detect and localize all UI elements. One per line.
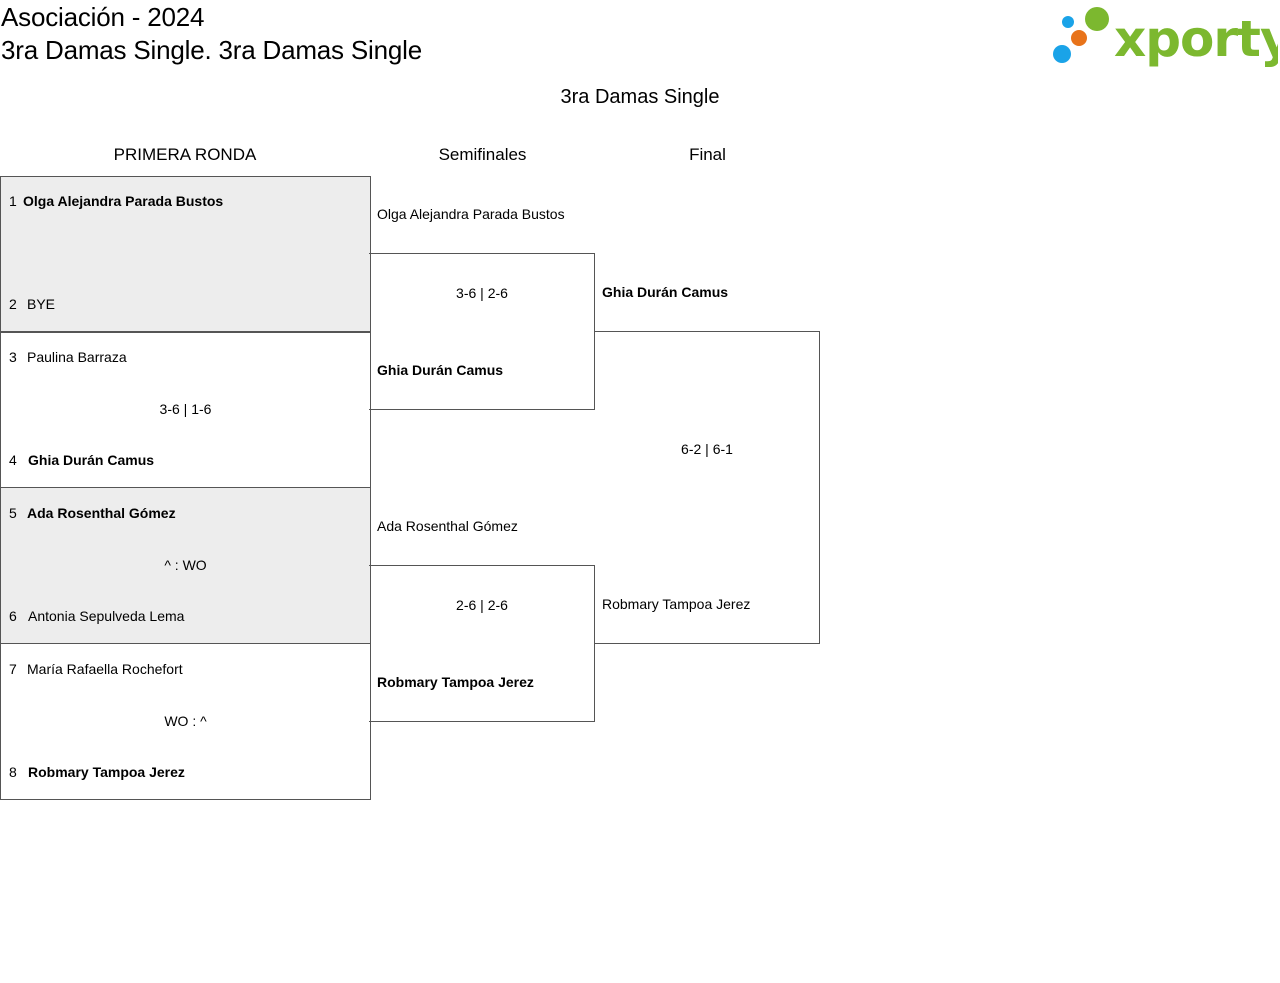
semifinal-connector-1 xyxy=(369,253,595,410)
player-name: Paulina Barraza xyxy=(27,349,127,365)
semifinal-2-top-player: Ada Rosenthal Gómez xyxy=(377,518,518,534)
first-round-match-1: 1 Olga Alejandra Parada Bustos 2 BYE xyxy=(0,176,371,333)
player-seed: 6 xyxy=(9,608,17,624)
player-seed: 8 xyxy=(9,764,17,780)
semifinal-1-score: 3-6 | 2-6 xyxy=(456,285,508,301)
logo-dot-green xyxy=(1085,7,1109,31)
match-score: ^ : WO xyxy=(164,557,207,573)
semifinal-1-bottom-player: Ghia Durán Camus xyxy=(377,362,504,378)
player-seed: 2 xyxy=(9,296,17,312)
player-name: Robmary Tampoa Jerez xyxy=(28,764,185,780)
player-name: Ada Rosenthal Gómez xyxy=(27,505,176,521)
player-seed: 3 xyxy=(9,349,17,365)
player-seed: 5 xyxy=(9,505,17,521)
player-entry: 2 BYE xyxy=(9,296,55,312)
player-name: María Rafaella Rochefort xyxy=(27,661,183,677)
first-round-match-2: 3 Paulina Barraza 3-6 | 1-6 4 Ghia Durán C… xyxy=(0,331,371,488)
player-name: BYE xyxy=(27,296,56,312)
logo-dot-orange xyxy=(1071,30,1087,46)
round-header-first-round: PRIMERA RONDA xyxy=(113,145,257,164)
xporty-logo: xporty xyxy=(1053,7,1278,68)
player-entry: 3 Paulina Barraza xyxy=(9,349,127,365)
round-header-final: Final xyxy=(689,145,726,164)
semifinal-connector-2 xyxy=(369,565,595,722)
player-entry: 6 Antonia Sepulveda Lema xyxy=(9,608,184,624)
match-score: WO : ^ xyxy=(164,713,207,729)
player-name: Ghia Durán Camus xyxy=(28,452,155,468)
player-seed: 4 xyxy=(9,452,17,468)
logo-dot-blue xyxy=(1053,45,1071,63)
logo-dot-blue-small xyxy=(1062,16,1074,28)
player-entry: 1 Olga Alejandra Parada Bustos xyxy=(9,193,223,209)
match-score: 3-6 | 1-6 xyxy=(159,401,212,417)
first-round-match-4: 7 María Rafaella Rochefort WO : ^ 8 Robmar… xyxy=(0,643,371,800)
final-bottom-player: Robmary Tampoa Jerez xyxy=(602,596,751,612)
first-round-match-3: 5 Ada Rosenthal Gómez ^ : WO 6 Antonia Sep… xyxy=(0,487,371,644)
bracket-title: 3ra Damas Single xyxy=(560,86,720,108)
final-top-player: Ghia Durán Camus xyxy=(602,284,729,300)
semifinal-1-top-player: Olga Alejandra Parada Bustos xyxy=(377,206,565,222)
page-title: Asociación - 2024 xyxy=(1,2,205,32)
final-connector xyxy=(594,331,820,644)
semifinal-2-score: 2-6 | 2-6 xyxy=(456,597,508,613)
player-entry: 8 Robmary Tampoa Jerez xyxy=(9,764,185,780)
player-seed: 1 xyxy=(9,193,17,209)
player-entry: 4 Ghia Durán Camus xyxy=(9,452,154,468)
final-score: 6-2 | 6-1 xyxy=(681,441,733,457)
player-entry: 5 Ada Rosenthal Gómez xyxy=(9,505,176,521)
round-header-semifinals: Semifinales xyxy=(438,145,527,164)
logo-wordmark: xporty xyxy=(1114,10,1278,68)
player-entry: 7 María Rafaella Rochefort xyxy=(9,661,183,677)
player-name: Olga Alejandra Parada Bustos xyxy=(23,193,224,209)
page-subtitle: 3ra Damas Single. 3ra Damas Single xyxy=(1,35,422,65)
semifinal-2-bottom-player: Robmary Tampoa Jerez xyxy=(377,674,534,690)
player-name: Antonia Sepulveda Lema xyxy=(28,608,185,624)
player-seed: 7 xyxy=(9,661,17,677)
